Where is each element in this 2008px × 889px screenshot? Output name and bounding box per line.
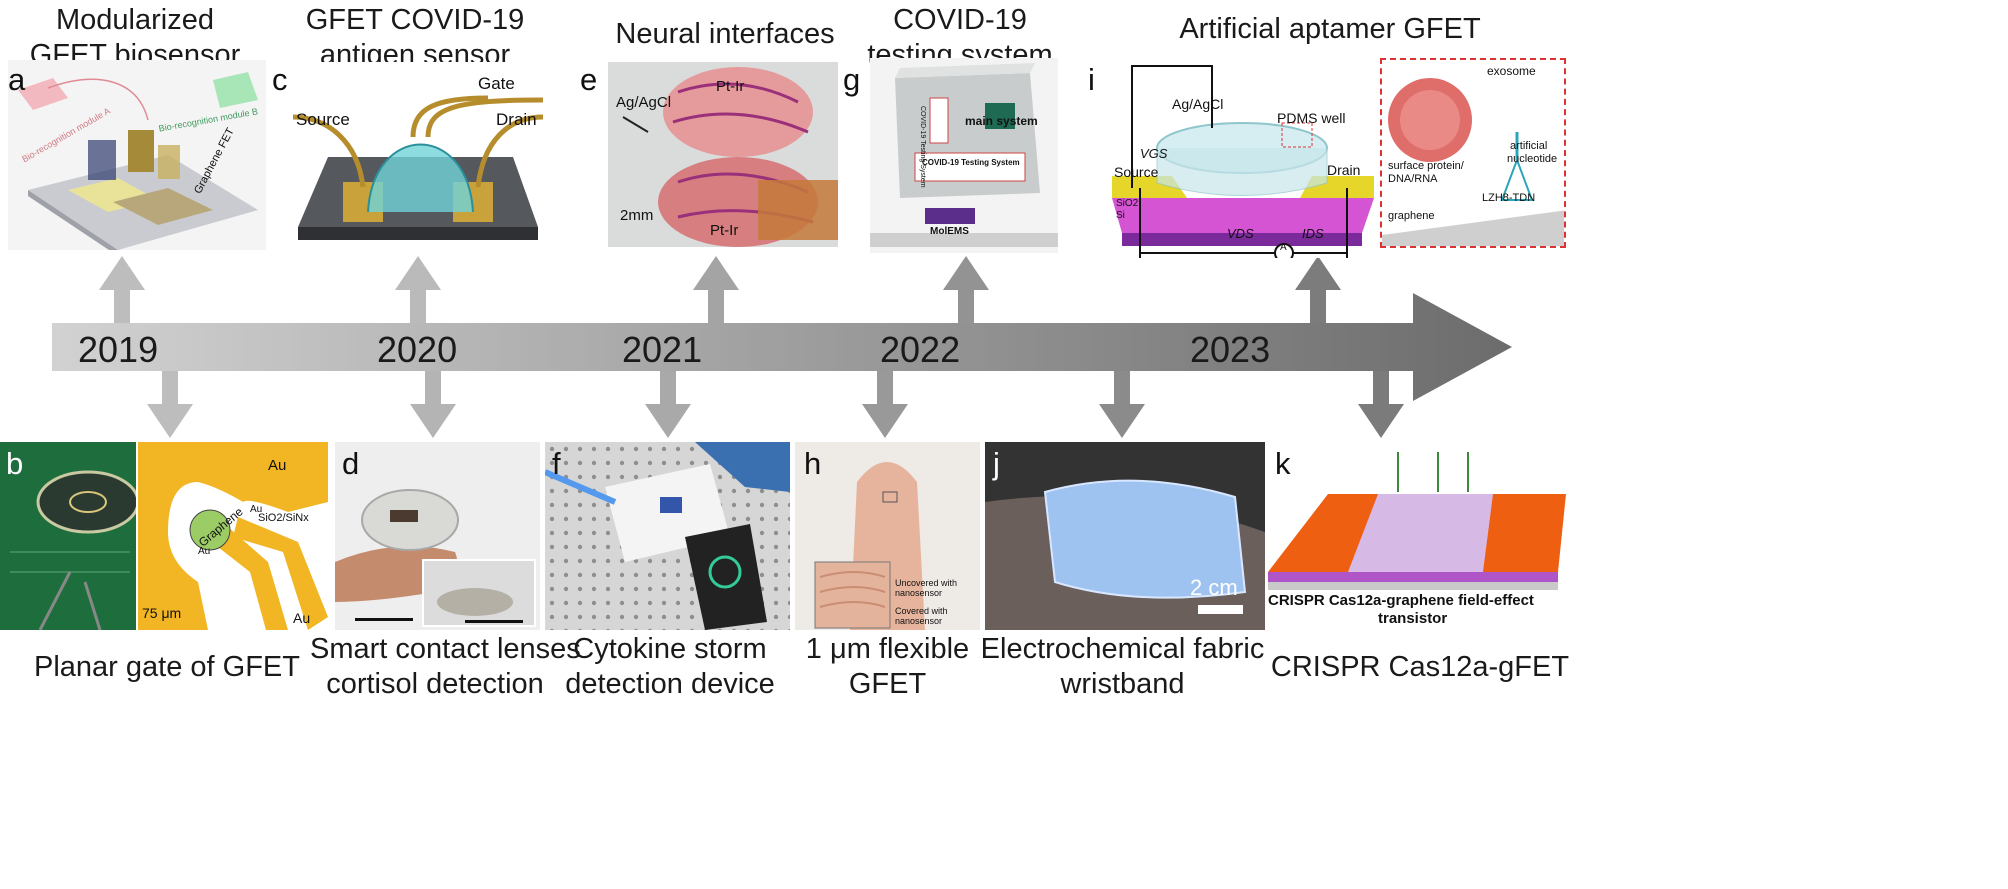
connector-down-f — [645, 371, 691, 438]
label-crispr-line2: transistor — [1378, 610, 1448, 627]
panel-j-image: 2 cm — [985, 442, 1265, 630]
panel-f-image — [545, 442, 790, 630]
timeline-arrow — [52, 293, 1512, 401]
label-artificial: artificial — [1510, 140, 1548, 152]
panel-letter-h: h — [804, 446, 822, 481]
connector-up-c — [395, 256, 441, 323]
label-i-source: Source — [1114, 164, 1159, 180]
label-uncovered: Uncovered with nanosensor — [895, 578, 958, 598]
year-2021: 2021 — [622, 329, 703, 370]
scale-bar-2cm — [1198, 605, 1243, 614]
panel-letter-i: i — [1088, 62, 1095, 97]
connector-down-k — [1358, 371, 1404, 438]
label-covered: Covered with nanosensor — [895, 606, 948, 626]
year-2022: 2022 — [880, 329, 961, 370]
label-sio2-sinx: SiO2/SiNx — [258, 512, 309, 524]
panel-letter-g: g — [843, 62, 861, 97]
label-au-1: Au — [268, 457, 287, 474]
connector-down-b — [147, 371, 193, 438]
panel-letter-f: f — [552, 446, 561, 481]
label-dna-rna: DNA/RNA — [1388, 173, 1438, 185]
year-2019: 2019 — [78, 329, 159, 370]
label-vgs: VGS — [1140, 146, 1168, 161]
connector-up-g — [943, 256, 989, 323]
connector-down-j — [1099, 371, 1145, 438]
label-au-4: Au — [293, 610, 311, 626]
label-exosome: exosome — [1487, 64, 1536, 78]
caption-k: CRISPR Cas12a-gFET — [1270, 651, 1570, 683]
label-graphene-i: graphene — [1388, 210, 1435, 222]
label-crispr-line1: CRISPR Cas12a-graphene field-effect — [1268, 592, 1534, 609]
panel-a-image: Graphene FET Bio-recognition module A Bi… — [8, 60, 266, 250]
panel-k-image: CRISPR Cas12a-graphene field-effect tran… — [1268, 442, 1566, 630]
connector-up-a — [99, 256, 145, 323]
label-scale-75um: 75 μm — [142, 605, 182, 621]
label-source: Source — [296, 110, 350, 129]
label-i-drain: Drain — [1327, 162, 1361, 178]
label-gate: Gate — [478, 74, 515, 93]
label-surface-protein: surface protein/ — [1388, 160, 1464, 172]
panel-i-zoom: exosome surface protein/ DNA/RNA artific… — [1380, 58, 1566, 248]
connector-down-d — [410, 371, 456, 438]
label-sio2: SiO2 — [1116, 198, 1139, 209]
connector-down-h — [862, 371, 908, 438]
panel-letter-b: b — [6, 446, 24, 481]
panel-e-image: Ag/AgCl Pt-Ir Pt-Ir 2mm — [608, 62, 838, 247]
panel-letter-j: j — [993, 446, 1000, 481]
caption-e: Neural interfaces — [615, 18, 835, 50]
label-vds: VDS — [1227, 226, 1254, 241]
label-molems: MolEMS — [930, 226, 969, 237]
label-covid-box-1: COVID-19 Testing System — [919, 106, 926, 188]
label-lzh8-tdn: LZH8-TDN — [1482, 192, 1536, 204]
panel-b-schematic: Au Graphene Au Au Au SiO2/SiNx 75 μm — [138, 442, 328, 630]
panel-i-circuit: Ag/AgCl VGS PDMS well Source Drain SiO2 … — [1112, 58, 1374, 258]
panel-letter-a: a — [8, 62, 26, 97]
label-main-system: main system — [965, 114, 1038, 128]
panel-c-image: Gate Source Drain — [288, 62, 548, 252]
label-pdms-well: PDMS well — [1277, 110, 1346, 126]
label-drain: Drain — [496, 110, 537, 129]
label-au-2: Au — [250, 504, 263, 515]
label-au-3: Au — [198, 546, 211, 557]
panel-letter-k: k — [1275, 446, 1291, 481]
panel-letter-c: c — [272, 62, 288, 97]
label-si: Si — [1116, 210, 1125, 221]
label-pt-ir-top: Pt-Ir — [716, 78, 745, 95]
connector-up-i — [1295, 256, 1341, 323]
year-2020: 2020 — [377, 329, 458, 370]
label-i-ag-agcl: Ag/AgCl — [1172, 96, 1224, 112]
panel-g-image: COVID-19 Testing System main system COVI… — [870, 58, 1058, 253]
connector-up-e — [693, 256, 739, 323]
label-ids: IDS — [1302, 226, 1324, 241]
panel-b-photo — [0, 442, 136, 630]
label-pt-ir-bottom: Pt-Ir — [710, 222, 739, 239]
label-scale-2cm: 2 cm — [1190, 575, 1238, 600]
year-2023: 2023 — [1190, 329, 1271, 370]
panel-letter-d: d — [342, 446, 360, 481]
caption-i: Artificial aptamer GFET — [1179, 13, 1481, 45]
label-ammeter: A — [1280, 242, 1287, 253]
label-scale-2mm: 2mm — [620, 207, 654, 224]
label-ag-agcl: Ag/AgCl — [616, 94, 672, 111]
label-nucleotide: nucleotide — [1507, 153, 1558, 165]
panel-letter-e: e — [580, 62, 598, 97]
panel-d-image — [335, 442, 540, 630]
label-covid-box-2: COVID-19 Testing System — [922, 158, 1020, 167]
caption-b: Planar gate of GFET — [34, 651, 300, 683]
panel-h-image: Uncovered with nanosensor Covered with n… — [795, 442, 980, 630]
